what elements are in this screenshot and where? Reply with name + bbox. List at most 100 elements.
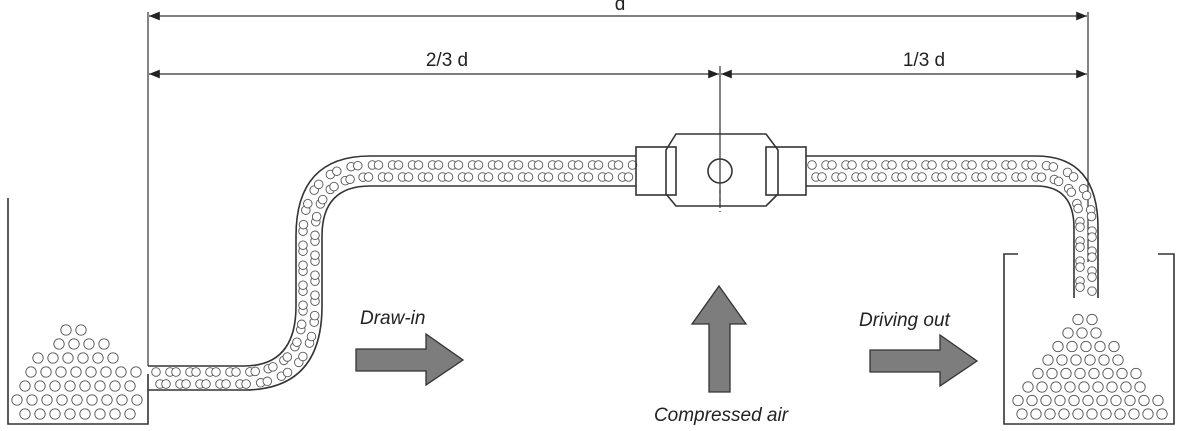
granule bbox=[1075, 222, 1085, 232]
pipe-material-granules bbox=[151, 160, 1097, 389]
granule bbox=[887, 160, 897, 170]
granule bbox=[310, 270, 320, 280]
granule bbox=[1087, 272, 1097, 282]
granule bbox=[847, 160, 857, 170]
granule bbox=[1042, 354, 1054, 366]
granule bbox=[817, 172, 827, 182]
granule bbox=[907, 160, 917, 170]
granule bbox=[26, 394, 38, 406]
granule bbox=[79, 380, 91, 392]
granule bbox=[1142, 408, 1154, 420]
granule bbox=[1075, 242, 1085, 252]
granule bbox=[75, 324, 87, 336]
granule bbox=[1081, 190, 1092, 201]
granule bbox=[1152, 394, 1164, 407]
granule bbox=[997, 172, 1007, 182]
granule bbox=[1032, 367, 1044, 380]
granule bbox=[49, 408, 61, 420]
granule bbox=[553, 160, 564, 170]
granule bbox=[313, 179, 324, 190]
granule bbox=[423, 172, 434, 182]
granule bbox=[1060, 367, 1072, 380]
granule bbox=[593, 160, 604, 170]
compressed-air-label: Compressed air bbox=[654, 405, 789, 426]
granule bbox=[857, 172, 867, 182]
granule bbox=[151, 367, 161, 377]
driving-out-label: Driving out bbox=[859, 310, 951, 331]
granule bbox=[94, 408, 106, 420]
granule bbox=[987, 160, 997, 170]
granule bbox=[1073, 203, 1083, 214]
granule bbox=[947, 160, 957, 170]
conveying-pipe bbox=[148, 155, 1099, 391]
granule bbox=[1072, 313, 1084, 326]
venturi-ejector bbox=[635, 133, 807, 212]
granule bbox=[1050, 381, 1062, 393]
granule bbox=[967, 160, 977, 170]
granule bbox=[306, 331, 317, 342]
granule bbox=[1012, 394, 1024, 407]
granule bbox=[1052, 340, 1064, 353]
granule bbox=[1120, 381, 1132, 393]
granule bbox=[309, 310, 320, 321]
granule bbox=[613, 160, 624, 170]
dimension-lines: d 2/3 d 1/3 d bbox=[147, 0, 1089, 366]
granule bbox=[34, 380, 46, 392]
granule bbox=[60, 324, 72, 336]
pipe-outer-wall bbox=[148, 185, 636, 391]
granule bbox=[1108, 340, 1120, 353]
pipe-segment-guide bbox=[808, 171, 1086, 296]
granule bbox=[353, 160, 363, 171]
draw-in-label: Draw-in bbox=[360, 308, 425, 329]
granule bbox=[837, 172, 847, 182]
granule bbox=[1066, 340, 1078, 353]
pipe-outer-wall-right-bottom bbox=[806, 185, 1075, 298]
granule bbox=[413, 160, 424, 170]
granule bbox=[298, 219, 309, 230]
granule bbox=[19, 380, 31, 392]
receiving-container bbox=[1003, 253, 1175, 425]
ejector-outlet-collar bbox=[765, 146, 807, 196]
granule bbox=[311, 211, 322, 222]
granule bbox=[807, 160, 817, 170]
granule bbox=[1017, 172, 1027, 182]
granule bbox=[1016, 408, 1028, 420]
granule bbox=[1054, 394, 1066, 407]
dimension-left-label: 2/3 d bbox=[426, 50, 468, 71]
granule bbox=[1048, 162, 1059, 172]
granule bbox=[543, 172, 554, 182]
granule bbox=[1062, 327, 1074, 339]
granule bbox=[1056, 354, 1068, 366]
granule bbox=[1075, 282, 1085, 292]
granule bbox=[94, 380, 106, 392]
granule bbox=[1098, 354, 1110, 366]
granule bbox=[1074, 367, 1086, 380]
dimension-total-label: d bbox=[615, 0, 626, 15]
granule bbox=[109, 408, 121, 420]
granule bbox=[383, 172, 394, 182]
granule bbox=[1102, 367, 1114, 380]
granule bbox=[1064, 381, 1076, 393]
compressed-air-arrow-shape bbox=[690, 284, 748, 393]
granule bbox=[25, 366, 37, 378]
granule bbox=[83, 338, 95, 350]
granule bbox=[34, 408, 46, 420]
granule bbox=[298, 260, 308, 270]
granule bbox=[292, 337, 302, 347]
granule bbox=[573, 160, 584, 170]
granule bbox=[298, 280, 308, 290]
granule bbox=[1068, 172, 1079, 182]
granule bbox=[1092, 381, 1104, 393]
granule bbox=[161, 379, 171, 389]
granule bbox=[298, 240, 308, 250]
granule bbox=[124, 408, 136, 420]
pipe-outer-wall-right-top bbox=[806, 155, 1099, 298]
granule bbox=[310, 230, 320, 241]
source-container-outline bbox=[7, 198, 149, 425]
receiving-container-outline bbox=[1003, 253, 1175, 425]
granule bbox=[55, 366, 67, 378]
draw-in-arrow: Draw-in bbox=[355, 308, 465, 387]
granule bbox=[1114, 408, 1126, 420]
granule bbox=[1030, 408, 1042, 420]
granule bbox=[130, 366, 142, 378]
